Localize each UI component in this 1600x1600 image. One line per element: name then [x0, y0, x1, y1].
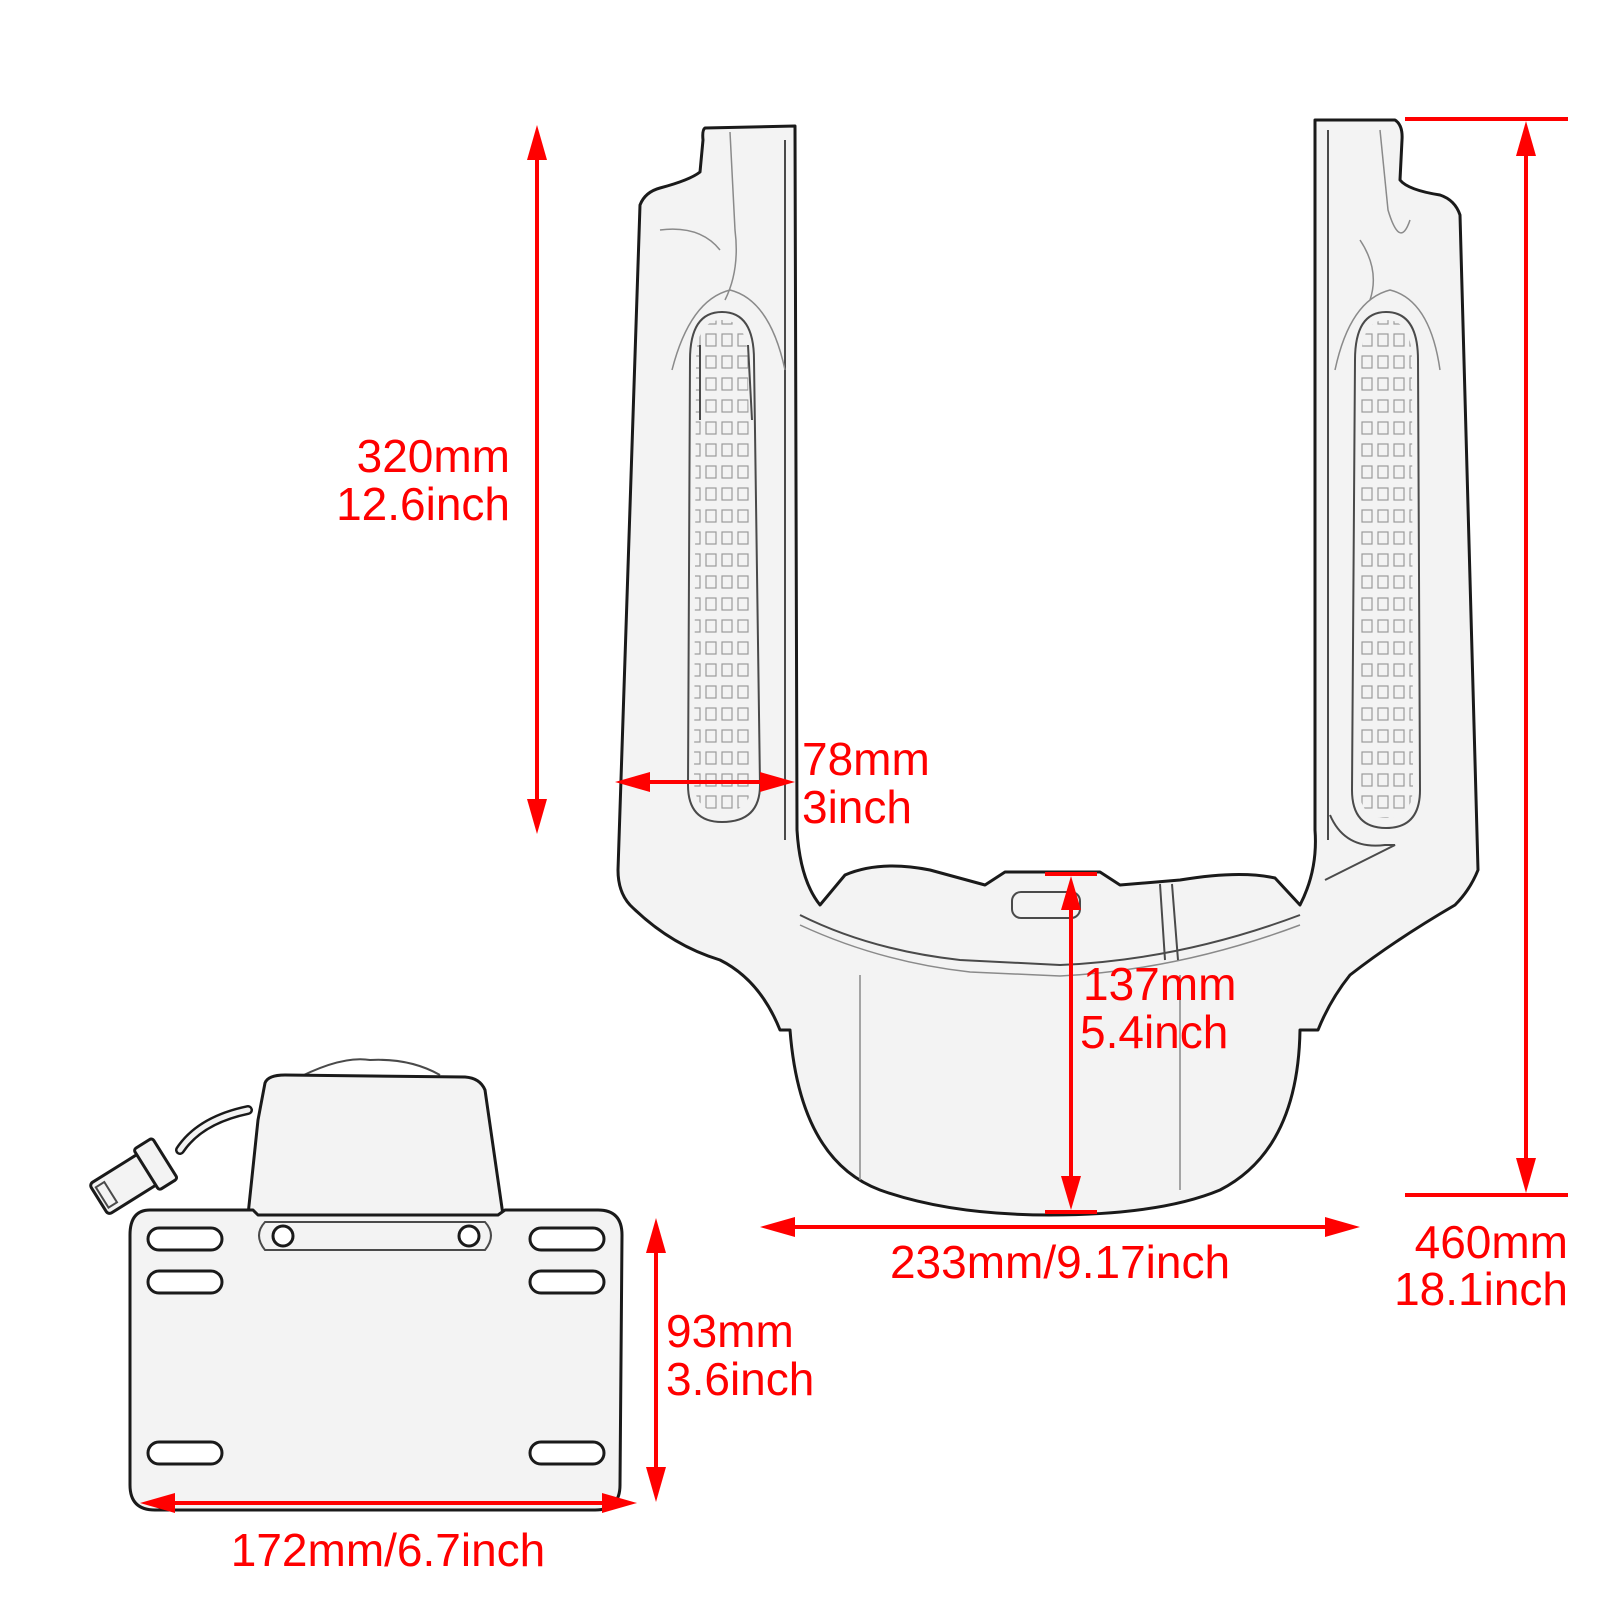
arrow-down-icon: [1516, 1158, 1536, 1193]
fender-rim-inner: [799, 924, 1301, 977]
dim-plate-width: 172mm/6.7inch: [140, 1493, 637, 1576]
right-led-light: [1334, 289, 1441, 830]
slot-top-left-1: [146, 1226, 224, 1252]
dim-label-mm: 78mm: [802, 733, 930, 785]
dim-label-mm: 320mm: [357, 430, 510, 482]
slot-bottom-right: [528, 1440, 606, 1466]
dim-strut-arm-height: 320mm 12.6inch: [336, 125, 547, 834]
dim-label-inch: 18.1inch: [1394, 1263, 1568, 1315]
license-plate-bracket: [89, 1058, 624, 1512]
dim-light-width: 78mm 3inch: [615, 733, 930, 833]
arrow-up-icon: [646, 1218, 666, 1253]
fender-rim: [799, 914, 1301, 967]
dim-label-mm: 460mm: [1415, 1216, 1568, 1268]
dim-fender-width: 233mm/9.17inch: [760, 1217, 1360, 1288]
arrow-left-icon: [615, 772, 650, 792]
strut-body: [616, 118, 1480, 1217]
dim-label-inch: 5.4inch: [1080, 1006, 1228, 1058]
arrow-down-icon: [646, 1467, 666, 1502]
fender-slot: [1011, 891, 1081, 919]
dim-label-inch: 12.6inch: [336, 478, 510, 530]
right-arm-contour: [1359, 129, 1411, 301]
slot-top-right-1: [528, 1226, 606, 1252]
arrow-right-icon: [760, 772, 795, 792]
fender-seam: [1159, 883, 1179, 961]
arrow-right-icon: [602, 1493, 637, 1513]
housing-dome: [289, 1058, 441, 1083]
dim-label-mm: 137mm: [1083, 958, 1236, 1010]
fender-shade: [859, 975, 1181, 1190]
arrow-left-icon: [140, 1493, 175, 1513]
dim-label-inch: 3.6inch: [666, 1353, 814, 1405]
arrow-up-icon: [1516, 121, 1536, 156]
dim-label-inch: 3inch: [802, 781, 912, 833]
dim-total-height: 460mm 18.1inch: [1394, 117, 1568, 1315]
slot-bottom-left: [146, 1440, 224, 1466]
mount-hole-right: [457, 1224, 481, 1248]
dim-label-mm: 93mm: [666, 1305, 794, 1357]
mount-hole-left: [271, 1224, 295, 1248]
arrow-up-icon: [527, 125, 547, 160]
light-housing: [246, 1073, 505, 1217]
fender-strut: [616, 118, 1480, 1217]
dim-label: 172mm/6.7inch: [231, 1524, 546, 1576]
mount-bar: [258, 1221, 492, 1251]
connector: [89, 1137, 178, 1215]
plate: [128, 1208, 624, 1512]
arrow-down-icon: [527, 799, 547, 834]
dim-fender-height: 137mm 5.4inch: [1045, 872, 1236, 1214]
left-led-light: [671, 289, 786, 824]
arrow-down-icon: [1061, 1176, 1081, 1210]
arrow-up-icon: [1061, 876, 1081, 910]
left-arm-contour: [659, 131, 737, 301]
dim-plate-height: 93mm 3.6inch: [646, 1218, 814, 1502]
slot-top-right-2: [528, 1269, 606, 1295]
wire: [175, 1105, 253, 1155]
arrow-left-icon: [760, 1217, 795, 1237]
dim-label: 233mm/9.17inch: [890, 1236, 1230, 1288]
arrow-right-icon: [1325, 1217, 1360, 1237]
right-bracket-detail: [1324, 814, 1396, 881]
slot-top-left-2: [146, 1269, 224, 1295]
